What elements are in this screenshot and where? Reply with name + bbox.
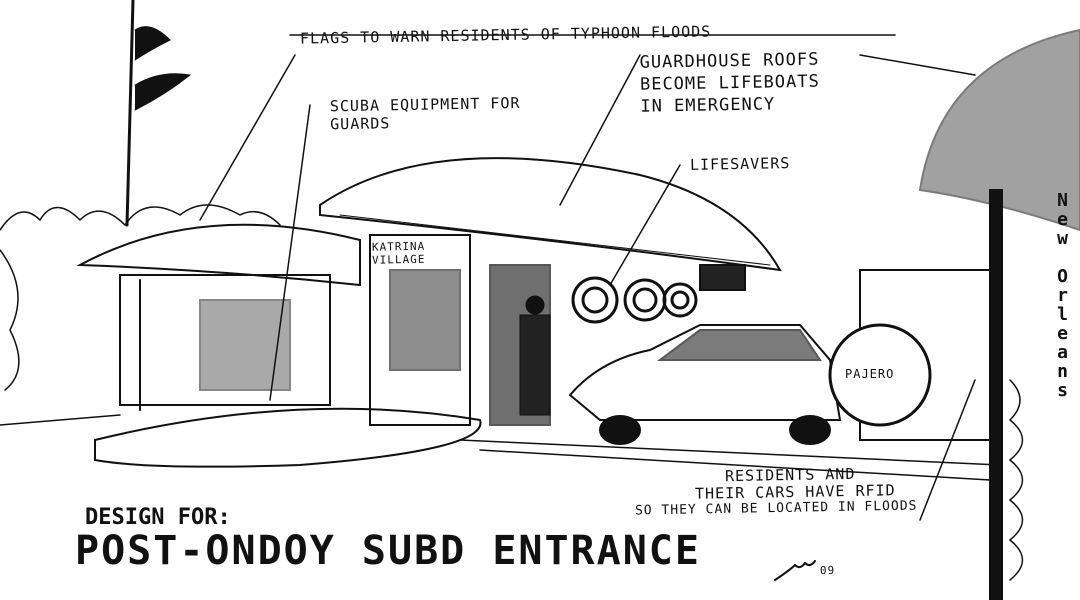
right-guardhouse: [918, 28, 1080, 600]
trees-left: [0, 204, 281, 391]
annotation-roofs: Guardhouse roofs become lifeboats in eme…: [639, 49, 820, 117]
signature-year: 09: [819, 563, 836, 578]
annotation-scuba: Scuba equipment for guards: [329, 93, 521, 134]
planter: [94, 407, 482, 468]
tire-cover-label: Pajero: [845, 367, 895, 381]
signature: [774, 560, 816, 581]
main-guardhouse: [319, 157, 782, 426]
suv: [828, 269, 991, 441]
title-line-1: Design for:: [85, 505, 231, 530]
guardhouse-sign: Katrina Village: [371, 239, 426, 267]
leader-lines: [199, 34, 976, 521]
road-lines: [0, 414, 1001, 481]
vertical-sign: New Orleans: [1052, 190, 1073, 399]
car: [568, 324, 842, 445]
guard-figure: [519, 295, 551, 416]
flagpole: [125, 0, 192, 227]
left-guardhouse: [76, 223, 361, 411]
annotation-lifesavers: Lifesavers: [689, 154, 791, 174]
lifesaver-rings: [571, 276, 698, 324]
title-line-2: Post-Ondoy Subd Entrance: [75, 528, 701, 574]
